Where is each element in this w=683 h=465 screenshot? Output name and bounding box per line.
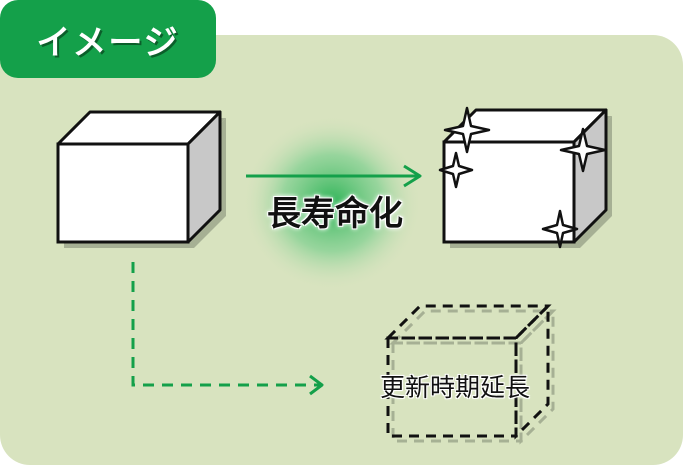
sparkle-icon — [438, 151, 474, 189]
header-tab: イメージ — [0, 0, 216, 78]
sparkle-icon — [541, 209, 579, 249]
cube-original — [56, 110, 226, 248]
sparkle-icon — [559, 127, 607, 173]
arrow-life-extension — [246, 164, 422, 188]
cube-renewed — [442, 108, 612, 248]
label-life-extension: 長寿命化 — [267, 194, 403, 234]
sparkle-icon — [443, 106, 491, 154]
header-title: イメージ — [36, 22, 180, 63]
arrow-renewal-extension — [131, 262, 324, 396]
glow-highlight — [242, 115, 422, 291]
cube-future — [384, 302, 557, 445]
label-renewal-extension: 更新時期延長 — [379, 373, 530, 402]
